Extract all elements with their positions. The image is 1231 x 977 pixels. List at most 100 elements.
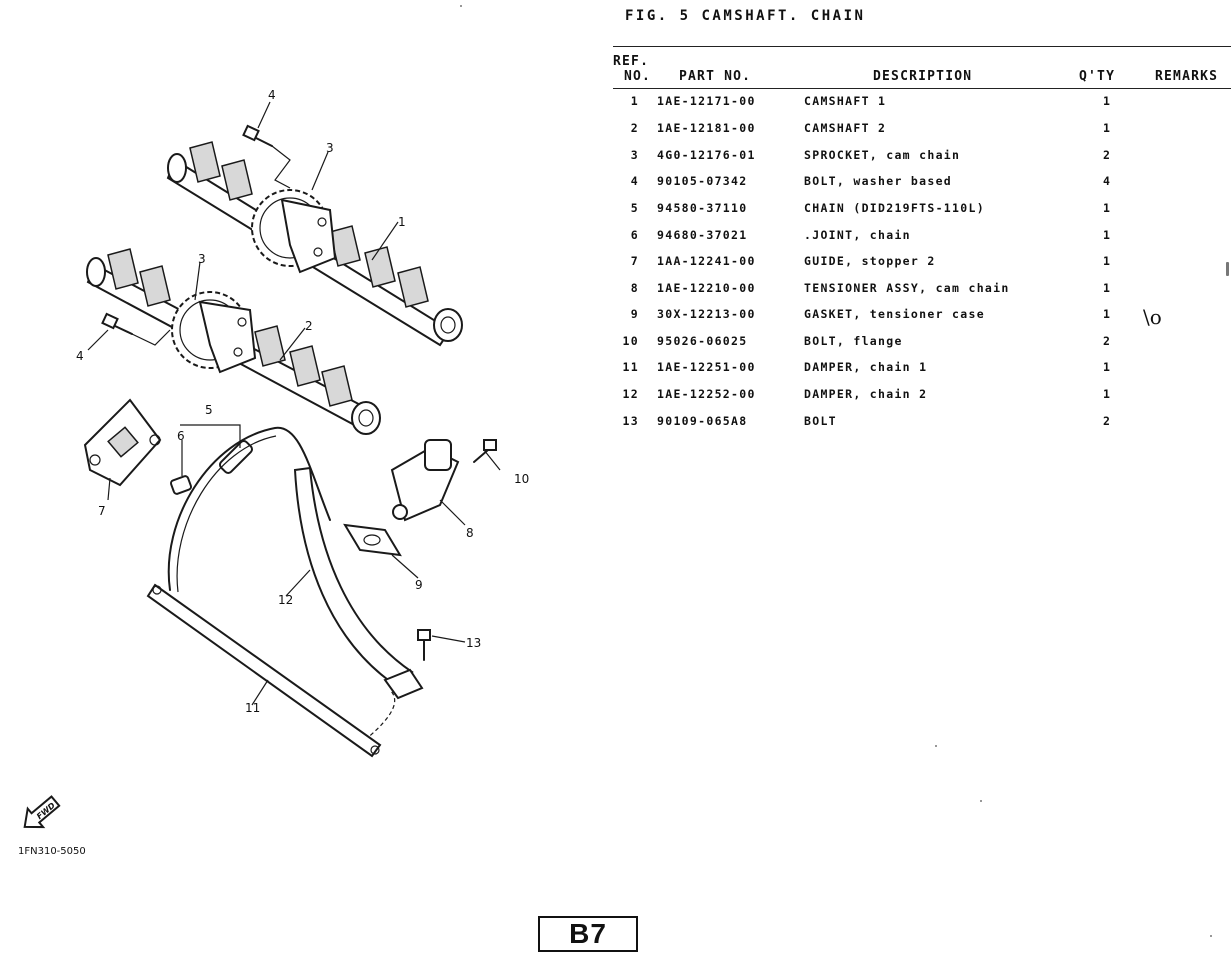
- ref-no: 9: [630, 307, 639, 321]
- ref-no: 8: [630, 281, 639, 295]
- header-ref-no-line1: REF.: [613, 54, 650, 69]
- ref-no: 4: [630, 174, 639, 188]
- part-no: 1AE-12181-00: [657, 121, 756, 135]
- handwritten-remark: \o: [1143, 305, 1162, 329]
- description: GUIDE, stopper 2: [804, 254, 936, 268]
- table-row: 13 90109-065A8 BOLT 2: [613, 414, 1231, 440]
- ref-no: 5: [630, 201, 639, 215]
- ref-no: 13: [622, 414, 639, 428]
- qty: 2: [1103, 334, 1112, 348]
- bolt-4-illustrations: [101, 124, 291, 346]
- ref-no: 2: [630, 121, 639, 135]
- description: DAMPER, chain 1: [804, 360, 928, 374]
- bolt-13-illustration: [417, 629, 431, 661]
- header-remarks: REMARKS: [1155, 69, 1219, 84]
- scan-speck: [460, 5, 462, 7]
- description: CAMSHAFT 2: [804, 121, 887, 135]
- table-row: 8 1AE-12210-00 TENSIONER ASSY, cam chain…: [613, 281, 1231, 307]
- part-no: 1AA-12241-00: [657, 254, 756, 268]
- qty: 1: [1103, 201, 1112, 215]
- description: TENSIONER ASSY, cam chain: [804, 281, 1010, 295]
- table-row: 10 95026-06025 BOLT, flange 2: [613, 334, 1231, 360]
- part-no: 1AE-12210-00: [657, 281, 756, 295]
- qty: 1: [1103, 121, 1112, 135]
- table-row: 3 4G0-12176-01 SPROCKET, cam chain 2: [613, 148, 1231, 174]
- table-row: 5 94580-37110 CHAIN (DID219FTS-110L) 1: [613, 201, 1231, 227]
- ref-no: 3: [630, 148, 639, 162]
- ref-no: 7: [630, 254, 639, 268]
- ref-no: 10: [622, 334, 639, 348]
- parts-table: 1 1AE-12171-00 CAMSHAFT 1 1 2 1AE-12181-…: [613, 94, 1231, 444]
- callout-8: 8: [466, 526, 474, 540]
- qty: 4: [1103, 174, 1112, 188]
- header-part-no: PART NO.: [679, 69, 752, 84]
- callout-11: 11: [245, 701, 260, 715]
- qty: 1: [1103, 360, 1112, 374]
- scan-speck: [980, 800, 982, 802]
- callout-4-upper: 4: [268, 88, 276, 102]
- part-no: 94580-37110: [657, 201, 748, 215]
- qty: 2: [1103, 148, 1112, 162]
- callout-13: 13: [466, 636, 481, 650]
- header-qty: Q'TY: [1079, 69, 1116, 84]
- qty: 1: [1103, 228, 1112, 242]
- header-top-rule: [613, 46, 1231, 47]
- description: BOLT: [804, 414, 837, 428]
- diagram-reference-code: 1FN310-5050: [18, 846, 86, 857]
- qty: 1: [1103, 254, 1112, 268]
- callout-7: 7: [98, 504, 106, 518]
- callout-9: 9: [415, 578, 423, 592]
- callout-10: 10: [514, 472, 529, 486]
- part-no: 94680-37021: [657, 228, 748, 242]
- part-no: 4G0-12176-01: [657, 148, 756, 162]
- callout-3-upper: 3: [326, 141, 334, 155]
- gasket-illustration: [343, 523, 402, 557]
- table-row: 9 30X-12213-00 GASKET, tensioner case 1: [613, 307, 1231, 333]
- figure-title: FIG. 5 CAMSHAFT. CHAIN: [625, 8, 866, 24]
- callout-5: 5: [205, 403, 213, 417]
- sprocket-lower-illustration: [171, 291, 257, 374]
- chain-damper-1-illustration: [146, 583, 382, 758]
- callout-3-lower: 3: [198, 252, 206, 266]
- qty: 1: [1103, 387, 1112, 401]
- part-no: 90109-065A8: [657, 414, 748, 428]
- callout-6: 6: [177, 429, 185, 443]
- part-no: 90105-07342: [657, 174, 748, 188]
- description: SPROCKET, cam chain: [804, 148, 961, 162]
- description: .JOINT, chain: [804, 228, 911, 242]
- table-row: 2 1AE-12181-00 CAMSHAFT 2 1: [613, 121, 1231, 147]
- ref-no: 1: [630, 94, 639, 108]
- tensioner-assy-illustration: [390, 439, 460, 522]
- exploded-parts-diagram: 4 3 1 3 2 4 5 6 7 10 8 9 12 13 11 FWD: [23, 88, 529, 829]
- guide-stopper-illustration: [83, 398, 162, 487]
- part-no: 1AE-12171-00: [657, 94, 756, 108]
- page-code-box: B7: [538, 916, 638, 952]
- table-row: 4 90105-07342 BOLT, washer based 4: [613, 174, 1231, 200]
- leader-lines: [87, 101, 501, 706]
- part-no: 30X-12213-00: [657, 307, 756, 321]
- callout-12: 12: [278, 593, 293, 607]
- fwd-arrow-icon: FWD: [23, 795, 61, 829]
- qty: 1: [1103, 94, 1112, 108]
- description: DAMPER, chain 2: [804, 387, 928, 401]
- scan-speck: [935, 745, 937, 747]
- table-row: 11 1AE-12251-00 DAMPER, chain 1 1: [613, 360, 1231, 386]
- table-row: 6 94680-37021 .JOINT, chain 1: [613, 228, 1231, 254]
- description: CHAIN (DID219FTS-110L): [804, 201, 985, 215]
- header-description: DESCRIPTION: [873, 69, 973, 84]
- callout-2: 2: [305, 319, 313, 333]
- table-row: 7 1AA-12241-00 GUIDE, stopper 2 1: [613, 254, 1231, 280]
- scan-speck: [1210, 935, 1212, 937]
- callout-4-lower: 4: [76, 349, 84, 363]
- part-no: 1AE-12251-00: [657, 360, 756, 374]
- description: CAMSHAFT 1: [804, 94, 887, 108]
- qty: 2: [1103, 414, 1112, 428]
- qty: 1: [1103, 307, 1112, 321]
- callout-1: 1: [398, 215, 406, 229]
- cam-chain-illustration: [167, 426, 396, 741]
- table-row: 12 1AE-12252-00 DAMPER, chain 2 1: [613, 387, 1231, 413]
- scan-speck: [1226, 262, 1229, 276]
- sprocket-upper-illustration: [251, 189, 337, 274]
- chain-damper-2-illustration: [293, 466, 424, 700]
- table-row: 1 1AE-12171-00 CAMSHAFT 1 1: [613, 94, 1231, 120]
